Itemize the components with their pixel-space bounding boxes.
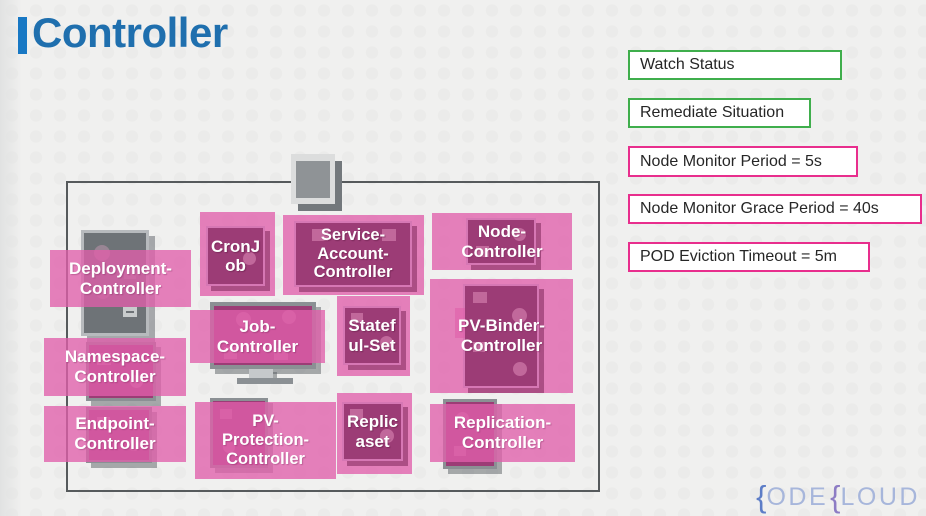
- replicaset-chip-icon: Replic aset: [342, 402, 403, 461]
- endpoint-controller-box: Endpoint- Controller: [44, 406, 186, 462]
- logo-brace-icon: {: [756, 479, 767, 514]
- legend-label: Watch Status: [640, 56, 735, 73]
- stateful-set-box: Statef ul-Set: [337, 296, 410, 376]
- logo-brace-icon: {: [830, 479, 841, 514]
- replication-controller-box: Replication- Controller: [430, 404, 575, 462]
- stateful-set-label: Statef ul-Set: [348, 316, 396, 355]
- monitor-stand-icon: [249, 369, 273, 378]
- pv-protection-controller-box: PV- Protection- Controller: [195, 402, 336, 479]
- monitor-screen-icon: [296, 161, 330, 198]
- legend-node-monitor-grace-period: Node Monitor Grace Period = 40s: [628, 194, 922, 224]
- cronjob-label: CronJ ob: [210, 236, 261, 275]
- node-controller-chip-icon: [466, 218, 536, 265]
- cronjob-box: CronJ ob: [200, 212, 275, 296]
- node-controller-box: Node- Controller: [432, 213, 572, 270]
- service-account-controller-box: Service- Account- Controller: [283, 215, 424, 295]
- pv-binder-controller-box: PV-Binder- Controller: [430, 279, 573, 393]
- node-controller-label: Node- Controller: [461, 221, 543, 261]
- replicaset-box: Replic aset: [337, 393, 412, 474]
- pv-binder-controller-label: PV-Binder- Controller: [458, 316, 545, 355]
- kodekloud-logo: {ODE{LOUD: [756, 479, 920, 514]
- legend-label: Node Monitor Period = 5s: [640, 152, 822, 170]
- legend-label: Remediate Situation: [640, 104, 785, 121]
- job-controller-box: [190, 310, 325, 363]
- pv-binder-tower-icon: [455, 284, 539, 388]
- service-account-chip-icon: Service- Account- Controller: [294, 221, 412, 287]
- slide-edge-shade: [0, 0, 22, 516]
- legend-watch-status: Watch Status: [628, 50, 842, 80]
- legend-label: POD Eviction Timeout = 5m: [640, 248, 837, 265]
- legend-remediate-situation: Remediate Situation: [628, 98, 811, 128]
- namespace-controller-box: Namespace- Controller: [44, 338, 186, 396]
- legend-node-monitor-period: Node Monitor Period = 5s: [628, 146, 858, 177]
- controller-manager-icon: [291, 154, 335, 204]
- cronjob-chip-icon: CronJ ob: [206, 226, 265, 286]
- title-accent-bar: [18, 17, 27, 54]
- legend-pod-eviction-timeout: POD Eviction Timeout = 5m: [628, 242, 870, 272]
- replicaset-label: Replic aset: [346, 412, 399, 451]
- service-account-label: Service- Account- Controller: [313, 226, 393, 282]
- drive-slot-icon: [123, 307, 137, 317]
- stateful-set-chip-icon: Statef ul-Set: [343, 306, 401, 365]
- tower-tab-icon: [455, 308, 465, 338]
- page-title: Controller: [32, 9, 228, 56]
- job-controller-label: Job- Controller: [216, 316, 299, 356]
- legend-label: Node Monitor Grace Period = 40s: [640, 200, 879, 217]
- monitor-base-icon: [237, 378, 293, 384]
- deployment-controller-box: Deployment- Controller: [50, 250, 191, 307]
